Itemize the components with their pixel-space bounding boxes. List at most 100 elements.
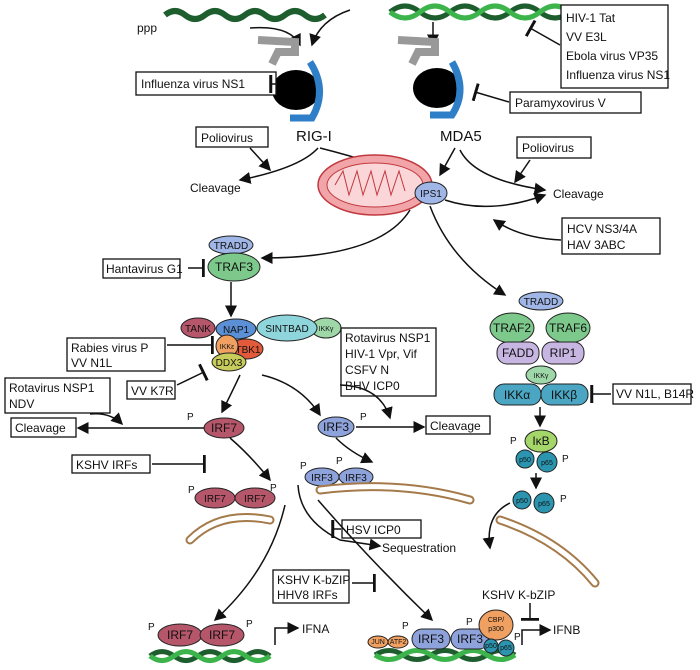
ifnb-promoter-dna-b (373, 648, 517, 662)
svg-text:P: P (300, 461, 307, 472)
svg-text:Cleavage: Cleavage (430, 419, 481, 433)
svg-text:Rotavirus NSP1: Rotavirus NSP1 (345, 331, 431, 345)
svg-text:P: P (562, 454, 569, 465)
nuclear-membrane (185, 482, 600, 588)
tradd-traf-complex: TRADD TRAF2 TRAF6 FADD RIP1 (489, 291, 591, 365)
svg-text:TBK1: TBK1 (235, 345, 260, 356)
ikb-nfkb-complex: P IκB p50 p65 P (510, 429, 569, 473)
inhibitor-box-hcv-hav: HCV NS3/4A HAV 3ABC (561, 217, 661, 255)
svg-text:VV N1L: VV N1L (71, 356, 113, 370)
cleavage-label-right: Cleavage (553, 187, 604, 201)
inhibitor-box-vv-n1l-b14r: VV N1L, B14R (612, 383, 694, 405)
inhibitor-box-kshv-irfs: KSHV IRFs (71, 454, 151, 474)
svg-text:NDV: NDV (9, 397, 34, 411)
svg-text:TRADD: TRADD (524, 297, 558, 308)
svg-text:p65: p65 (538, 501, 550, 508)
svg-text:KSHV K-bZIP: KSHV K-bZIP (277, 573, 350, 587)
svg-text:P: P (510, 436, 517, 447)
ppp-label: ppp (137, 21, 157, 35)
inhibitor-box-poliovirus-right: Poliovirus (516, 136, 592, 159)
svg-text:P: P (270, 483, 277, 494)
svg-text:TRADD: TRADD (214, 241, 248, 252)
svg-text:Poliovirus: Poliovirus (522, 141, 574, 155)
inhibitor-box-hsv-icp0: HSV ICP0 (341, 519, 422, 539)
ifnb-enhanceosome: JUN ATF2 P IRF3 IRF3 P CBP/ p300 p50 p65… (367, 609, 521, 657)
tbk1-complex: TANK NAP1 IKKγ SINTBAD TBK1 IKKε DDX3 (180, 314, 342, 372)
svg-text:CSFV N: CSFV N (345, 363, 389, 377)
svg-text:IKKα: IKKα (504, 388, 530, 402)
svg-text:p65: p65 (500, 645, 512, 652)
svg-text:Poliovirus: Poliovirus (201, 131, 253, 145)
svg-text:VV N1L, B14R: VV N1L, B14R (616, 387, 694, 401)
ifna-label: IFNA (302, 622, 329, 636)
inhibitor-box-vv-k7r: VV K7R (126, 380, 176, 400)
svg-text:P: P (514, 632, 521, 643)
svg-text:HHV8 IRFs: HHV8 IRFs (277, 588, 338, 602)
ssrna-strand (163, 8, 327, 22)
inhibitor-box-paramyxovirus-v: Paramyxovirus V (509, 91, 642, 114)
svg-text:IKKγ: IKKγ (319, 326, 334, 333)
svg-text:IRF3: IRF3 (323, 420, 349, 434)
ips1-node: IPS1 (414, 181, 448, 205)
svg-text:IRF3: IRF3 (345, 473, 367, 484)
cleavage-box-right: Cleavage (425, 415, 491, 435)
svg-text:NAP1: NAP1 (223, 325, 250, 336)
svg-text:IRF7: IRF7 (244, 494, 266, 505)
ikk-complex: IKKγ IKKα IKKβ (493, 365, 589, 406)
svg-text:IRF7: IRF7 (167, 628, 193, 642)
svg-text:DDX3: DDX3 (216, 358, 243, 369)
inhibitor-box-poliovirus-left: Poliovirus (195, 126, 269, 148)
mda5-receptor (397, 36, 464, 119)
ifna-promoter-dna-b (148, 649, 272, 663)
svg-text:P: P (336, 456, 343, 467)
svg-text:P: P (246, 619, 253, 630)
svg-text:P: P (466, 617, 473, 628)
svg-text:SINTBAD: SINTBAD (265, 324, 308, 335)
svg-text:Influenza virus NS1: Influenza virus NS1 (566, 68, 670, 82)
dsrna-strand-b (388, 3, 572, 21)
svg-text:TRAF6: TRAF6 (549, 321, 587, 335)
svg-text:IRF3: IRF3 (311, 473, 333, 484)
svg-text:Rabies virus P: Rabies virus P (71, 341, 148, 355)
svg-text:VV E3L: VV E3L (566, 30, 607, 44)
inhibitor-box-rabies-vvn1l: Rabies virus P VV N1L (66, 337, 166, 372)
svg-text:HIV-1 Tat: HIV-1 Tat (566, 11, 616, 25)
svg-text:CBP/: CBP/ (488, 617, 504, 624)
irf3-node: IRF3 P (317, 412, 367, 438)
svg-text:BHV ICP0: BHV ICP0 (345, 379, 400, 393)
inhibitor-box-influenza-ns1: Influenza virus NS1 (135, 71, 277, 96)
svg-text:Paramyxovirus V: Paramyxovirus V (515, 96, 606, 110)
svg-text:P: P (188, 485, 195, 496)
inhibitor-box-hantavirus-g1: Hantavirus G1 (102, 258, 183, 279)
svg-text:IPS1: IPS1 (420, 189, 442, 200)
mda5-label: MDA5 (440, 128, 482, 145)
kshv-kbzip-label: KSHV K-bZIP (482, 588, 555, 602)
svg-text:HSV ICP0: HSV ICP0 (346, 523, 401, 537)
svg-text:HAV 3ABC: HAV 3ABC (567, 238, 626, 252)
inhibitor-box-top-right: HIV-1 Tat VV E3L Ebola virus VP35 Influe… (560, 4, 670, 89)
svg-text:P: P (187, 412, 194, 423)
svg-text:P: P (360, 412, 367, 423)
svg-text:IKKε: IKKε (220, 344, 234, 351)
svg-text:p50: p50 (519, 457, 531, 464)
svg-text:p300: p300 (488, 626, 504, 633)
irf7-dimer: P IRF7 IRF7 P (188, 483, 277, 509)
irf7-dimer-nuclear: P IRF7 IRF7 P (148, 619, 253, 647)
rig-i-receptor (257, 36, 323, 122)
svg-text:KSHV IRFs: KSHV IRFs (76, 458, 137, 472)
svg-text:HIV-1 Vpr, Vif: HIV-1 Vpr, Vif (345, 347, 417, 361)
svg-text:IRF3: IRF3 (457, 632, 483, 646)
nfkb-dimer: p50 p65 P (512, 490, 567, 514)
svg-text:IKKβ: IKKβ (551, 388, 577, 402)
svg-text:Hantavirus G1: Hantavirus G1 (106, 262, 183, 276)
svg-text:TRAF2: TRAF2 (493, 321, 531, 335)
svg-text:IRF7: IRF7 (209, 628, 235, 642)
svg-text:P: P (560, 494, 567, 505)
inhibitor-box-rotavirus-list: Rotavirus NSP1 HIV-1 Vpr, Vif CSFV N BHV… (340, 327, 437, 397)
svg-text:p50: p50 (516, 498, 528, 505)
cleavage-label-left: Cleavage (190, 181, 241, 195)
svg-text:IκB: IκB (532, 434, 549, 448)
svg-text:TANK: TANK (185, 324, 211, 335)
svg-text:FADD: FADD (502, 346, 534, 360)
svg-text:Rotavirus NSP1: Rotavirus NSP1 (9, 381, 95, 395)
